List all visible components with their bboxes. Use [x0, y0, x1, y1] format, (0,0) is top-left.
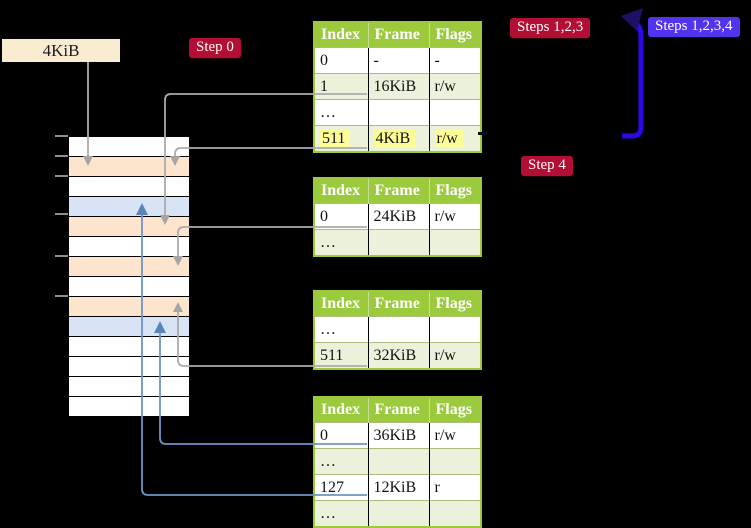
highlighted-value: 4KiB — [373, 129, 416, 147]
frame-tick — [55, 295, 68, 297]
index-cell: 511 — [314, 125, 368, 152]
index-cell: … — [314, 448, 368, 475]
column-header-index: Index — [314, 397, 368, 423]
frame-cell: 32KiB — [367, 342, 429, 369]
badge-step-4: Step 4 — [521, 156, 573, 176]
frame-cell — [367, 99, 429, 126]
frame-tick — [55, 175, 68, 177]
highlighted-value: 511 — [320, 129, 351, 147]
memory-frame-row — [69, 377, 189, 397]
frame-cell: 12KiB — [367, 474, 429, 501]
table-header-row: Index Frame Flags — [314, 22, 481, 48]
flags-cell: r/w — [428, 125, 481, 152]
memory-frame-row-mapped — [69, 317, 189, 337]
arrow-loop-back-to-top — [622, 18, 644, 139]
frame-tick — [55, 255, 68, 257]
column-header-index: Index — [314, 22, 368, 48]
table-row: 0 36KiB r/w — [314, 422, 481, 449]
flags-cell: r — [428, 474, 481, 501]
badge-steps-1-2-3-4: Steps 1,2,3,4 — [648, 17, 740, 37]
flags-cell: r/w — [428, 203, 481, 230]
column-header-flags: Flags — [428, 291, 481, 317]
table-row: 1 16KiB r/w — [314, 73, 481, 100]
table-row-highlighted: 511 4KiB r/w — [314, 125, 481, 152]
badge-steps-1-2-3: Steps 1,2,3 — [510, 18, 591, 38]
table-row: 127 12KiB r — [314, 474, 481, 501]
column-header-index: Index — [314, 291, 368, 317]
frame-cell: 16KiB — [367, 73, 429, 100]
frame-cell — [367, 229, 429, 256]
frame-cell — [367, 448, 429, 475]
memory-frame-row — [69, 397, 189, 417]
arrowhead-up-left-icon — [621, 8, 643, 31]
index-cell: … — [314, 316, 368, 343]
flags-cell — [428, 448, 481, 475]
physical-memory-column — [68, 136, 190, 417]
table-header-row: Index Frame Flags — [314, 397, 481, 423]
index-cell: 0 — [314, 203, 368, 230]
table-row: … — [314, 316, 481, 343]
memory-frame-row — [69, 177, 189, 197]
index-cell: 1 — [314, 73, 368, 100]
index-cell: … — [314, 500, 368, 527]
memory-frame-row — [69, 357, 189, 377]
memory-frame-row — [69, 277, 189, 297]
frame-cell: 36KiB — [367, 422, 429, 449]
memory-frame-row — [69, 137, 189, 157]
table-row: … — [314, 448, 481, 475]
memory-frame-row-mapped — [69, 157, 189, 177]
page-table-2: Index Frame Flags 0 24KiB r/w … — [313, 177, 482, 257]
flags-cell: r/w — [428, 342, 481, 369]
memory-frame-row-mapped — [69, 197, 189, 217]
frame-cell: 24KiB — [367, 203, 429, 230]
frame-cell: - — [367, 47, 429, 74]
page-table-1: Index Frame Flags 0 - - 1 16KiB r/w … 51… — [313, 21, 482, 153]
index-cell: 511 — [314, 342, 368, 369]
column-header-frame: Frame — [367, 291, 429, 317]
badge-step-0: Step 0 — [189, 38, 241, 58]
table-header-row: Index Frame Flags — [314, 178, 481, 204]
table-row: … — [314, 99, 481, 126]
column-header-flags: Flags — [428, 178, 481, 204]
column-header-frame: Frame — [367, 22, 429, 48]
frame-tick — [55, 155, 68, 157]
frame-cell — [367, 316, 429, 343]
table-row: 0 24KiB r/w — [314, 203, 481, 230]
flags-cell — [428, 500, 481, 527]
index-cell: 127 — [314, 474, 368, 501]
flags-cell: r/w — [428, 422, 481, 449]
index-cell: … — [314, 229, 368, 256]
column-header-flags: Flags — [428, 22, 481, 48]
memory-frame-row-mapped — [69, 257, 189, 277]
flags-cell — [428, 229, 481, 256]
index-cell: 0 — [314, 422, 368, 449]
frame-tick — [55, 213, 68, 215]
table-row: 511 32KiB r/w — [314, 342, 481, 369]
table-header-row: Index Frame Flags — [314, 291, 481, 317]
column-header-frame: Frame — [367, 178, 429, 204]
frame-cell: 4KiB — [367, 125, 429, 152]
flags-cell — [428, 316, 481, 343]
flags-cell: r/w — [428, 73, 481, 100]
index-cell: … — [314, 99, 368, 126]
memory-frame-row-mapped — [69, 217, 189, 237]
table-row: … — [314, 500, 481, 527]
highlighted-value: r/w — [434, 129, 463, 147]
flags-cell: - — [428, 47, 481, 74]
column-header-index: Index — [314, 178, 368, 204]
flags-cell — [428, 99, 481, 126]
column-header-frame: Frame — [367, 397, 429, 423]
table-row: … — [314, 229, 481, 256]
table-row: 0 - - — [314, 47, 481, 74]
page-size-label: 4KiB — [2, 39, 120, 62]
memory-frame-row — [69, 237, 189, 257]
index-cell: 0 — [314, 47, 368, 74]
memory-frame-row — [69, 337, 189, 357]
frame-tick — [55, 135, 68, 137]
frame-cell — [367, 500, 429, 527]
page-table-4: Index Frame Flags 0 36KiB r/w … 127 12Ki… — [313, 396, 482, 528]
column-header-flags: Flags — [428, 397, 481, 423]
memory-frame-row-mapped — [69, 297, 189, 317]
page-table-3: Index Frame Flags … 511 32KiB r/w — [313, 290, 482, 370]
